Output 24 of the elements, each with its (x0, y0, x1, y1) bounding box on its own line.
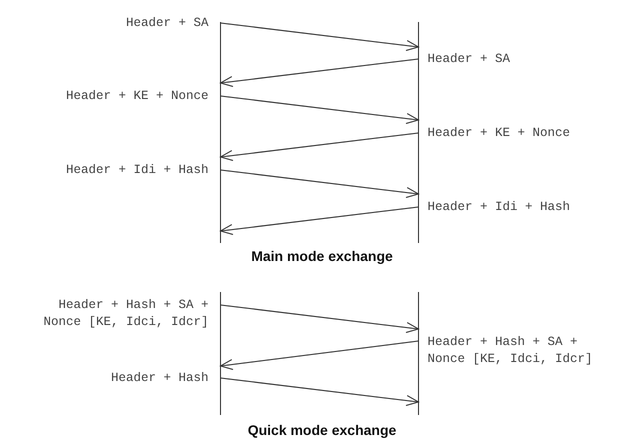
message-label: Header + Hash (110, 370, 208, 387)
message-label: Header + KE + Nonce (64, 88, 208, 105)
message-arrow (220, 340, 419, 370)
lifeline (220, 22, 221, 243)
message-arrow (220, 58, 419, 88)
caption: Main mode exchange (251, 248, 393, 264)
caption: Quick mode exchange (248, 422, 396, 438)
lifeline (418, 292, 419, 415)
message-label: Header + Idi + Hash (64, 162, 208, 179)
message-label: Header + SA (428, 51, 512, 68)
message-arrow (220, 132, 419, 162)
message-label: Header + SA (124, 15, 208, 32)
message-arrow (220, 96, 419, 124)
message-label: Header + Idi + Hash (428, 199, 572, 216)
message-arrow (220, 170, 419, 198)
message-label: Header + Hash + SA + Nonce [KE, Idci, Idcr] (428, 334, 594, 368)
message-arrow (220, 378, 419, 406)
lifeline (220, 292, 221, 415)
message-label: Header + KE + Nonce (428, 125, 572, 142)
message-arrow (220, 304, 419, 334)
lifeline (418, 22, 419, 243)
message-arrow (220, 206, 419, 236)
message-label: Header + Hash + SA + Nonce [KE, Idci, Idcr] (42, 297, 208, 331)
message-arrow (220, 22, 419, 52)
